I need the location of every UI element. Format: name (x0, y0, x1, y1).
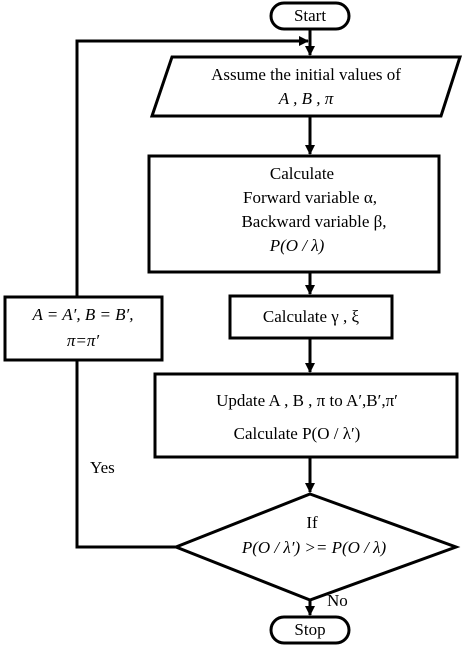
loop-decision-to-left (75, 360, 176, 549)
update-line1: Update A , B , π to A′,B′,π′ (216, 391, 398, 410)
stop-terminator (269, 615, 351, 645)
assume-line2: A , B , π (278, 89, 334, 108)
calculate-gamma-xi-box (228, 294, 394, 340)
assign-box (3, 295, 164, 362)
calculate-box (147, 154, 441, 274)
loop-left-to-top (75, 36, 309, 297)
decision-line2: P(O / λ′) >= P(O / λ) (241, 538, 387, 557)
calculate-line4: P(O / λ) (269, 236, 325, 255)
assume-line1: Assume the initial values of (211, 65, 401, 84)
calculate-line2: Forward variable α, (243, 188, 377, 207)
yes-label: Yes (90, 458, 115, 477)
assume-parallelogram (149, 55, 463, 118)
calculate-line3: Backward variable β, (241, 212, 387, 231)
assign-line1: A = A′, B = B′, (32, 305, 134, 324)
update-line2: Calculate P(O / λ′) (233, 424, 361, 443)
start-label: Start (293, 6, 327, 25)
stop-label: Stop (294, 620, 326, 639)
no-label: No (327, 591, 348, 610)
decision-line1: If (306, 513, 318, 532)
update-box (153, 372, 459, 459)
assign-line2: π=π′ (66, 331, 100, 350)
calculate-line1: Calculate (269, 164, 335, 183)
calculate-gamma-xi-label: Calculate γ , ξ (262, 307, 360, 326)
